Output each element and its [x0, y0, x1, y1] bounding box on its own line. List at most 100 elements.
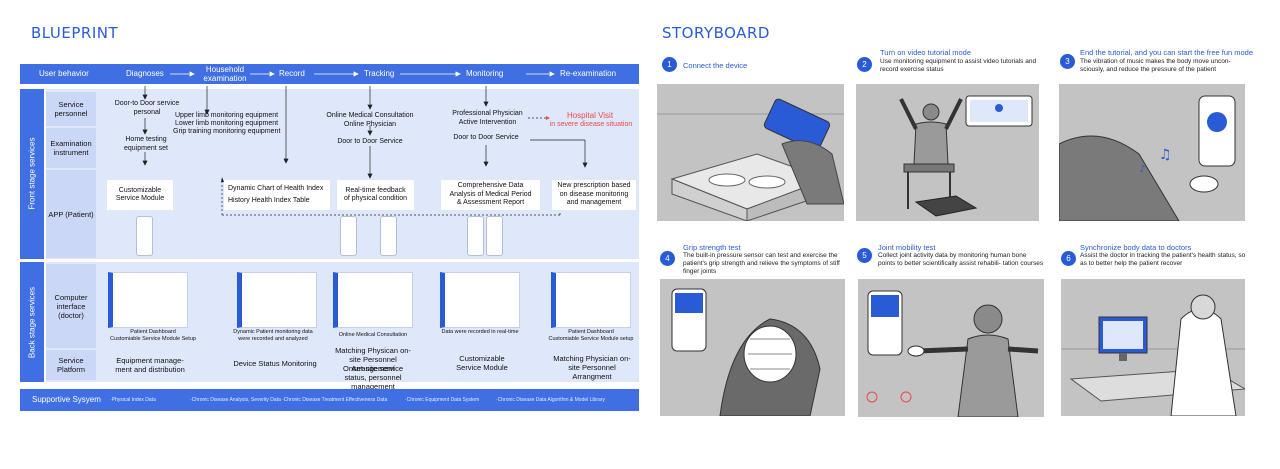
step-5-number: 5 [857, 248, 872, 263]
door-service-1: Door to Door Service [337, 138, 403, 145]
joint-illustration [866, 290, 1039, 417]
comprehensive-box: Comprehensive Data Analysis of Medical P… [441, 180, 540, 210]
row-app: APP (Patient) [46, 170, 96, 258]
back-stage-band [20, 262, 44, 382]
hospital-visit-severe: in severe disease situation [549, 121, 633, 128]
scene-video-tutorial [856, 84, 1039, 221]
supportive-item: ·Chronic Disease Data Algorithm & Model … [496, 397, 605, 403]
row-platform: Service Platform [46, 350, 96, 380]
supportive-item: ·Chronic Disease Analysis, Severity Data [190, 397, 281, 403]
step-record: Record [279, 69, 305, 78]
realtime-feedback-box: Real-time feedback of physical condition [337, 180, 414, 210]
platform-device: Device Status Monitoring [233, 359, 317, 368]
doctor-screen-3 [333, 272, 413, 328]
platform-custom: Customizable Service Module [456, 354, 508, 372]
step-reexam: Re-examination [560, 69, 617, 78]
caption-realtime: Data were recorded in real-time [441, 329, 519, 335]
history-table-text: History Health Index Table [228, 197, 310, 204]
door-service-personal: Door-to Door service personal [114, 100, 180, 116]
app-phone [380, 216, 397, 256]
step-monitoring: Monitoring [466, 69, 504, 78]
step-1-title: Connect the device [683, 61, 748, 70]
supportive-band: Supportive Sysyem ·Physical Index Data ·… [20, 389, 639, 411]
blueprint-title: BLUEPRINT [31, 24, 119, 42]
home-testing-equipment: Home testing equipment set [124, 136, 168, 152]
app-phone [486, 216, 503, 256]
step-5-title: Joint mobility test [878, 243, 936, 252]
supportive-item: ·Chronic Disease Treatment Effectiveness… [282, 397, 388, 403]
online-consultation: Online Medical Consultation [326, 112, 414, 119]
platform-equipment: Equipment manage- ment and distribution [115, 356, 185, 374]
doctor-screen-4 [440, 272, 520, 328]
svg-text:♫: ♫ [1159, 147, 1172, 163]
doctor-illustration [1061, 294, 1245, 416]
step-5-desc: Collect joint activity data by monitorin… [878, 252, 1044, 267]
step-6-number: 6 [1061, 251, 1076, 266]
flow-lines [142, 86, 588, 216]
storyboard-title: STORYBOARD [662, 24, 770, 42]
dynamic-chart-text: Dynamic Chart of Health Index [228, 184, 324, 192]
row-exam-instrument: Examination instrument [46, 128, 96, 168]
caption-dynamic: Dynamic Patient monitoring data were rec… [233, 329, 313, 342]
door-service-2: Door to Door Service [453, 134, 519, 141]
step-3-number: 3 [1060, 54, 1075, 69]
person-exercise-illustration [899, 95, 1033, 217]
app-phone [467, 216, 484, 256]
platform-matching-2: Matching Physician on-site Personnel Arr… [553, 354, 631, 381]
health-chart-box: Dynamic Chart of Health Index History He… [224, 180, 330, 210]
step-2-desc: Use monitoring equipment to assist video… [880, 58, 1037, 73]
hospital-visit: Hospital Visit [566, 111, 614, 120]
doctor-screen-1 [108, 272, 188, 328]
lower-limb-equipment: Lower limb monitoring equipment [175, 120, 279, 127]
scene-grip-test [660, 279, 845, 416]
step-2-number: 2 [857, 57, 872, 72]
user-behavior-label: User behavior [39, 69, 89, 78]
supportive-item: ·Physical Index Data [110, 397, 156, 403]
caption-patient-dashboard-2: Patient Dashboard [568, 329, 614, 335]
platform-matching-1: Matching Physican on-site Personnel Arra… [335, 346, 411, 373]
step-6-desc: Assist the doctor in tracking the patien… [1080, 252, 1246, 267]
caption-patient-dashboard-1: Patient Dashboard [130, 329, 176, 335]
front-stage-band [20, 89, 44, 259]
grip-training-equipment: Grip training monitoring equipment [173, 128, 281, 135]
step-tracking: Tracking [364, 69, 395, 78]
custom-module-box: Customizable Service Module [107, 180, 173, 210]
step-2-title: Turn on video tutorial mode [880, 48, 972, 57]
doctor-screen-2 [237, 272, 317, 328]
app-phone [340, 216, 357, 256]
scene-joint-mobility [858, 279, 1044, 417]
step-diagnoses: Diagnoses [126, 69, 164, 78]
grip-illustration [671, 288, 821, 416]
supportive-item: ·Chronic Equipment Data System [405, 397, 480, 403]
new-prescription-box: New prescription based on disease monito… [552, 180, 636, 210]
supportive-label: Supportive Sysyem [32, 395, 101, 404]
professional-physician: Professional Physician [452, 110, 523, 117]
device-box-illustration [657, 98, 844, 221]
scene-connect-device [657, 84, 844, 221]
caption-custom-setup-2: Customiable Service Module setup [548, 336, 634, 342]
row-computer: Computer interface (doctor) [46, 264, 96, 348]
app-phone [136, 216, 153, 256]
music-mode-illustration: ♫ ♪ [1059, 95, 1236, 221]
upper-limb-equipment: Upper limb monitoring equipment [175, 112, 279, 119]
arrow-icon [170, 71, 555, 77]
user-behavior-band: User behavior Diagnoses Household examin… [20, 64, 639, 84]
active-intervention: Active Intervention [458, 119, 517, 126]
step-household: Household examination [203, 65, 247, 83]
step-6-title: Synchronize body data to doctors [1080, 243, 1192, 252]
step-3-title: End the tutorial, and you can start the … [1080, 48, 1254, 57]
caption-custom-setup-1: Customiable Service Module Setup [110, 336, 196, 342]
online-physician: Online Physician [343, 121, 397, 128]
platform-onsite: Onset-site service status, personnel man… [342, 364, 404, 391]
svg-text:♪: ♪ [1139, 164, 1145, 175]
scene-free-fun-mode: ♫ ♪ [1059, 84, 1245, 221]
step-1-number: 1 [662, 57, 677, 72]
row-service-personnel: Service personnel [46, 92, 96, 126]
step-4-number: 4 [660, 251, 675, 266]
step-4-title: Grip strength test [683, 243, 741, 252]
step-3-desc: The vibration of music makes the body mo… [1080, 58, 1231, 73]
doctor-screen-5 [551, 272, 631, 328]
caption-online: Online Medical Consultation [338, 332, 408, 338]
scene-sync-doctor [1061, 279, 1245, 416]
step-4-desc: The built-in pressure sensor can test an… [683, 252, 840, 275]
